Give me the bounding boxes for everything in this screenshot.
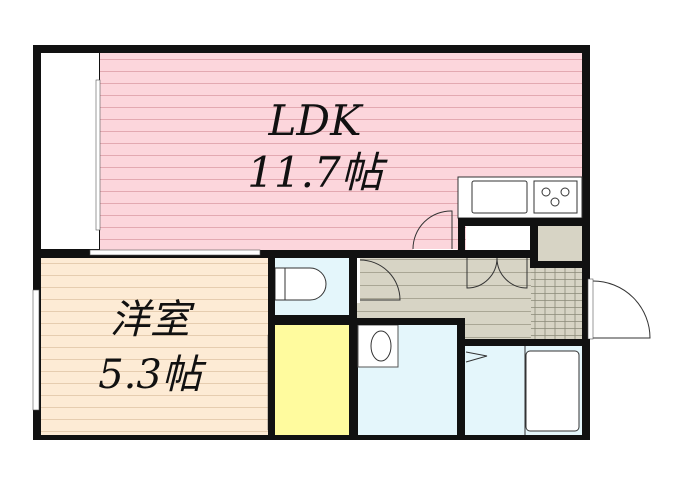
ldk-size: 11.7帖	[247, 148, 383, 197]
washbasin-icon	[370, 330, 392, 362]
ldk-label: LDK	[268, 96, 362, 145]
fridge-space	[466, 226, 530, 250]
western-room	[41, 258, 268, 435]
burner	[541, 187, 551, 197]
bathtub	[525, 350, 580, 432]
western-room-size: 5.3帖	[98, 352, 202, 398]
entrance-tiles	[531, 268, 582, 339]
hallway	[357, 258, 531, 318]
entry-door	[592, 280, 651, 339]
toilet-icon	[284, 267, 327, 301]
sink	[471, 180, 528, 214]
ldk-closet	[41, 53, 99, 249]
burner	[550, 197, 560, 207]
closet-doors	[466, 257, 528, 289]
ldk-door	[412, 210, 453, 250]
stove	[533, 180, 578, 214]
toilet-door	[359, 259, 401, 301]
closet	[275, 325, 349, 435]
western-room-label: 洋室	[110, 297, 190, 343]
burner	[560, 187, 570, 197]
storage	[538, 226, 582, 261]
